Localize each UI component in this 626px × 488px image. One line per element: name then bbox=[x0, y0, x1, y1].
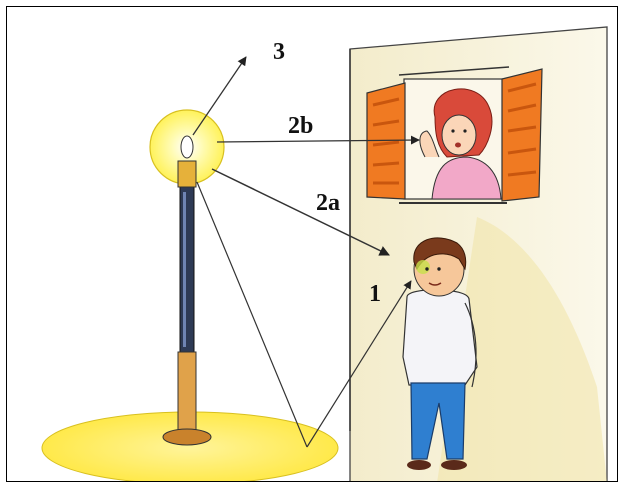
right-shutter bbox=[502, 69, 542, 201]
label-ray-up: 3 bbox=[273, 39, 285, 65]
lamp-post bbox=[163, 187, 211, 445]
ray-to-ground bbox=[197, 182, 307, 447]
lamp-flame bbox=[181, 136, 193, 158]
window bbox=[367, 67, 542, 203]
label-ray-boy: 2a bbox=[316, 190, 340, 216]
illustration-frame: 3 2b 2a 1 bbox=[6, 6, 618, 482]
ray-up bbox=[193, 57, 246, 135]
label-ray-reflected: 1 bbox=[369, 281, 381, 307]
lamp-light-scene: 3 2b 2a 1 bbox=[7, 7, 618, 482]
label-ray-window: 2b bbox=[288, 113, 313, 139]
lamp-holder bbox=[178, 161, 196, 187]
